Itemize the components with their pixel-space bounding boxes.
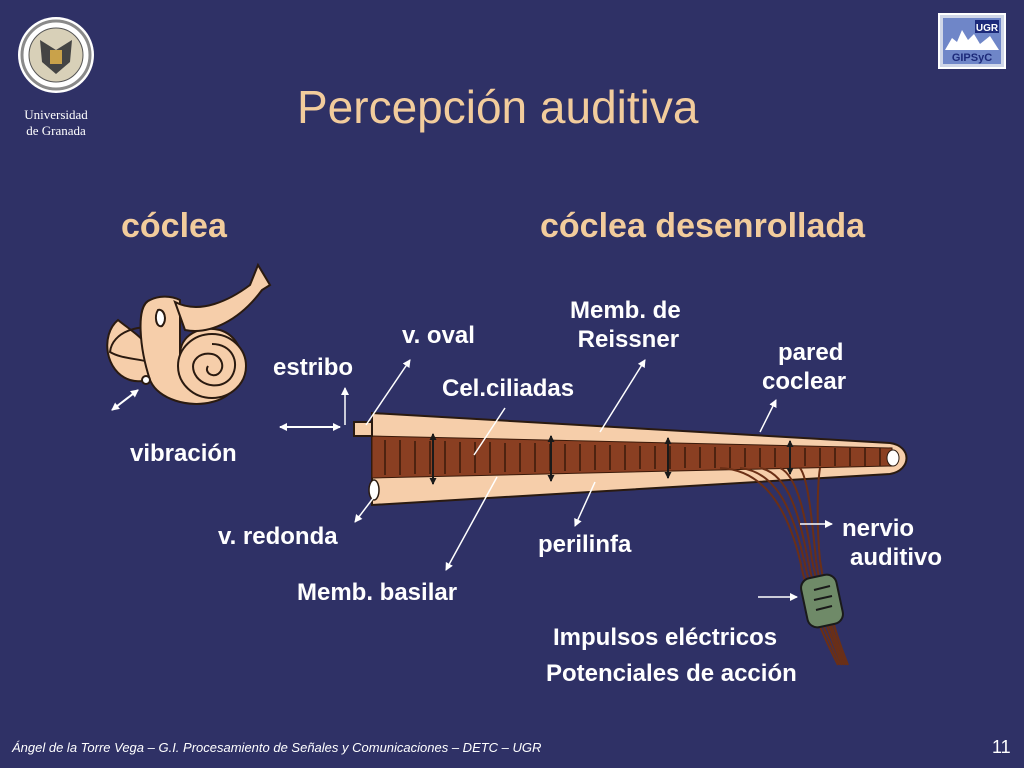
gipsyc-logo-icon: UGR GIPSyC <box>938 13 1006 69</box>
university-name: Universidad de Granada <box>10 107 102 139</box>
label-v-oval: v. oval <box>402 322 475 349</box>
label-potenciales: Potenciales de acción <box>546 660 797 687</box>
label-pared-line-2: coclear <box>762 368 847 395</box>
label-nervio-line-2: auditivo <box>850 544 943 571</box>
label-cel-ciliadas: Cel.ciliadas <box>442 375 575 402</box>
label-nervio-auditivo: nervio auditivo <box>842 514 942 572</box>
label-memb-reissner-line-2: Reissner <box>577 326 680 353</box>
label-impulsos: Impulsos eléctricos <box>553 624 778 651</box>
vibration-arrow <box>111 389 139 411</box>
label-vibracion: vibración <box>130 440 237 467</box>
label-memb-reissner-line-1: Memb. de <box>570 297 681 324</box>
label-pared-coclear: pared coclear <box>762 338 846 396</box>
gipsyc-logo-top-text: UGR <box>976 23 999 34</box>
label-nervio-line-1: nervio <box>842 515 915 542</box>
label-v-redonda: v. redonda <box>218 523 338 550</box>
gipsyc-logo-bottom-text: GIPSyC <box>952 52 992 64</box>
slide-title: Percepción auditiva <box>297 81 699 133</box>
label-pointers <box>279 359 833 601</box>
heading-coclea: cóclea <box>121 207 227 245</box>
unrolled-cochlea <box>353 411 908 666</box>
label-memb-reissner: Memb. de Reissner <box>570 296 681 354</box>
heading-coclea-desenrollada: cóclea desenrollada <box>540 207 866 245</box>
university-crest-icon <box>18 17 94 93</box>
university-line-1: Universidad <box>24 107 88 122</box>
cochlea-illustration <box>106 262 272 405</box>
label-pared-line-1: pared <box>778 339 844 366</box>
label-estribo: estribo <box>273 354 354 381</box>
label-perilinfa: perilinfa <box>538 531 632 558</box>
footer-text: Ángel de la Torre Vega – G.I. Procesamie… <box>12 740 542 755</box>
university-line-2: de Granada <box>26 123 86 138</box>
page-number: 11 <box>992 737 1011 757</box>
label-memb-basilar: Memb. basilar <box>297 579 458 606</box>
